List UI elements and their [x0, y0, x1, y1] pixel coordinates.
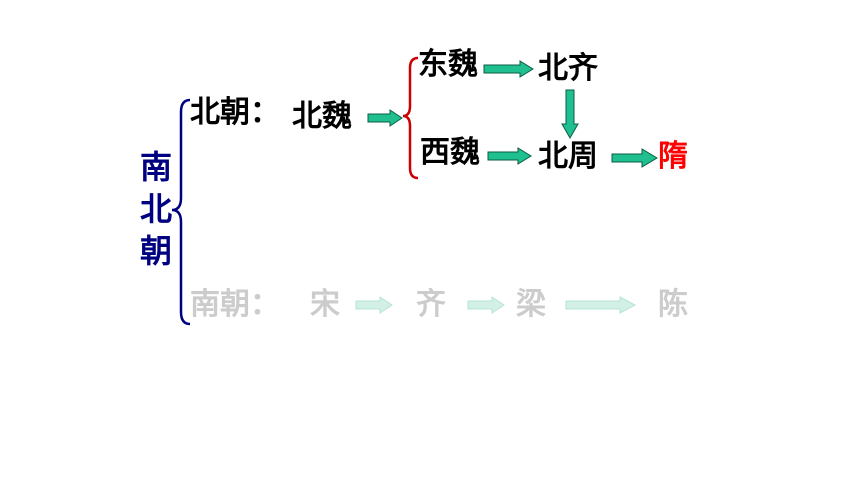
- title-vertical: 南 北 朝: [136, 146, 176, 272]
- arrow-qi-liang: [467, 296, 505, 314]
- arrow-beiqi-beizhou: [561, 89, 579, 140]
- main-brace: [171, 98, 191, 326]
- arrow-liang-chen: [565, 296, 637, 314]
- title-char-chao: 朝: [139, 232, 172, 270]
- title-char-bei: 北: [139, 190, 172, 228]
- southern-label: 南朝：: [190, 287, 280, 322]
- node-song: 宋: [310, 287, 340, 322]
- split-brace: [402, 56, 419, 180]
- node-xiwei: 西魏: [420, 135, 480, 170]
- arrow-song-qi: [355, 296, 393, 314]
- arrow-xiwei-beizhou: [487, 147, 532, 165]
- node-dongwei: 东魏: [418, 47, 478, 82]
- node-liang: 梁: [516, 287, 546, 322]
- node-beizhou: 北周: [538, 139, 598, 174]
- arrow-beizhou-sui: [611, 148, 658, 168]
- arrow-beiwei-split: [367, 109, 403, 127]
- northern-label: 北朝：: [190, 95, 280, 130]
- node-beiqi: 北齐: [538, 51, 598, 86]
- node-chen: 陈: [658, 287, 688, 322]
- node-qi: 齐: [416, 287, 446, 322]
- arrow-dongwei-beiqi: [483, 60, 534, 78]
- node-sui: 隋: [658, 139, 688, 174]
- title-char-nan: 南: [139, 148, 172, 186]
- node-beiwei: 北魏: [292, 99, 352, 134]
